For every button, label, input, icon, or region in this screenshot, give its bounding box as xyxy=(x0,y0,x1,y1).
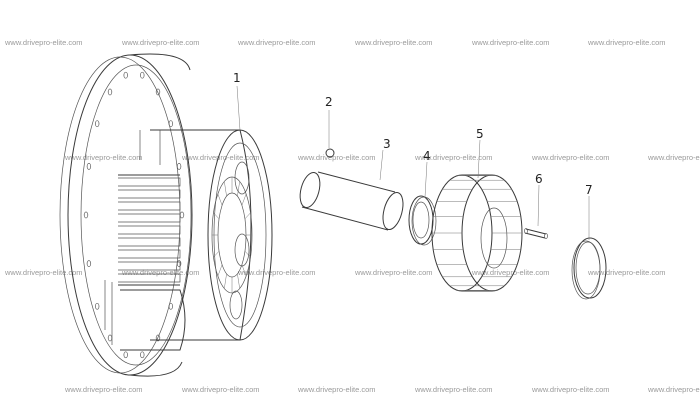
bolt-hole xyxy=(123,71,128,79)
part-3-shaft xyxy=(299,171,404,231)
spline-tooth xyxy=(224,181,227,197)
spline-tooth xyxy=(224,273,227,289)
spline-tooth xyxy=(237,273,240,289)
watermark-text: www.drivepro-elite.com xyxy=(354,38,433,47)
gear-tooth xyxy=(118,225,181,235)
watermark-text: www.drivepro-elite.com xyxy=(121,38,200,47)
watermark-text: www.drivepro-elite.com xyxy=(4,38,83,47)
part-5-planet-gear xyxy=(431,174,523,292)
spline-tooth xyxy=(237,181,240,197)
bolt-hole xyxy=(179,211,185,219)
bolt-hole xyxy=(155,88,161,96)
gear-tooth xyxy=(118,201,181,211)
watermark-text: www.drivepro-elite.com xyxy=(181,153,260,162)
gear-tooth xyxy=(118,213,181,223)
watermark-text: www.drivepro-elite.com xyxy=(587,38,666,47)
callout-3: 3 xyxy=(383,137,391,151)
watermark-text: www.drivepro-elite.com xyxy=(647,385,700,394)
bolt-hole xyxy=(155,334,161,342)
gear-tooth xyxy=(118,237,181,247)
watermark-layer: www.drivepro-elite.com www.drivepro-elite… xyxy=(4,38,700,394)
bolt-hole xyxy=(123,351,128,359)
watermark-text: www.drivepro-elite.com xyxy=(121,268,200,277)
callout-6: 6 xyxy=(535,172,543,186)
bolt-hole xyxy=(107,334,113,342)
part-1-carrier-hub xyxy=(59,53,273,377)
part-2-ball xyxy=(325,148,335,158)
gear-tooth xyxy=(118,249,181,259)
flange-bolt-holes xyxy=(83,71,185,359)
watermark-text: www.drivepro-elite.com xyxy=(647,153,700,162)
callout-4: 4 xyxy=(423,149,431,163)
watermark-text: www.drivepro-elite.com xyxy=(531,385,610,394)
watermark-text: www.drivepro-elite.com xyxy=(237,38,316,47)
hub-inner-spline xyxy=(212,177,252,293)
gear-tooth xyxy=(118,177,181,187)
callout-5: 5 xyxy=(476,127,484,141)
callout-1: 1 xyxy=(233,71,241,85)
watermark-text: www.drivepro-elite.com xyxy=(471,38,550,47)
spline-tooth xyxy=(244,212,251,220)
spline-tooth xyxy=(241,264,247,277)
spline-tooth xyxy=(213,212,220,220)
gear-tooth xyxy=(118,273,181,283)
gear-tooth xyxy=(118,189,181,199)
part-7-washer xyxy=(571,237,607,300)
watermark-text: www.drivepro-elite.com xyxy=(587,268,666,277)
bolt-hole xyxy=(168,302,173,310)
spline-tooth xyxy=(217,264,223,277)
watermark-text: www.drivepro-elite.com xyxy=(354,268,433,277)
planet-gear-teeth xyxy=(432,175,522,291)
watermark-text: www.drivepro-elite.com xyxy=(414,385,493,394)
watermark-text: www.drivepro-elite.com xyxy=(297,385,376,394)
spline-tooth xyxy=(244,250,251,258)
watermark-text: www.drivepro-elite.com xyxy=(414,153,493,162)
bolt-hole xyxy=(140,351,145,359)
bolt-hole xyxy=(86,260,92,267)
bolt-hole xyxy=(95,302,100,310)
bolt-hole xyxy=(86,163,92,170)
hub-planet-gear-teeth xyxy=(118,177,181,283)
bolt-hole xyxy=(83,211,89,219)
spline-tooth xyxy=(213,250,220,258)
bolt-hole xyxy=(95,120,100,128)
watermark-text: www.drivepro-elite.com xyxy=(64,153,143,162)
bolt-hole xyxy=(176,260,182,267)
leader-lines xyxy=(236,85,590,240)
watermark-text: www.drivepro-elite.com xyxy=(471,268,550,277)
gear-tooth xyxy=(118,261,181,271)
spline-tooth xyxy=(241,193,247,206)
bolt-hole xyxy=(176,163,182,170)
watermark-text: www.drivepro-elite.com xyxy=(531,153,610,162)
callout-7: 7 xyxy=(585,183,593,197)
part-6-pin xyxy=(524,228,548,239)
bolt-hole xyxy=(168,120,173,128)
bolt-hole xyxy=(107,88,113,96)
watermark-text: www.drivepro-elite.com xyxy=(64,385,143,394)
watermark-text: www.drivepro-elite.com xyxy=(4,268,83,277)
watermark-text: www.drivepro-elite.com xyxy=(237,268,316,277)
bolt-hole xyxy=(140,71,145,79)
watermark-text: www.drivepro-elite.com xyxy=(181,385,260,394)
callout-2: 2 xyxy=(325,95,333,109)
callout-labels: 1 2 3 4 5 6 7 xyxy=(233,71,593,197)
watermark-text: www.drivepro-elite.com xyxy=(297,153,376,162)
spline-tooth xyxy=(217,193,223,206)
